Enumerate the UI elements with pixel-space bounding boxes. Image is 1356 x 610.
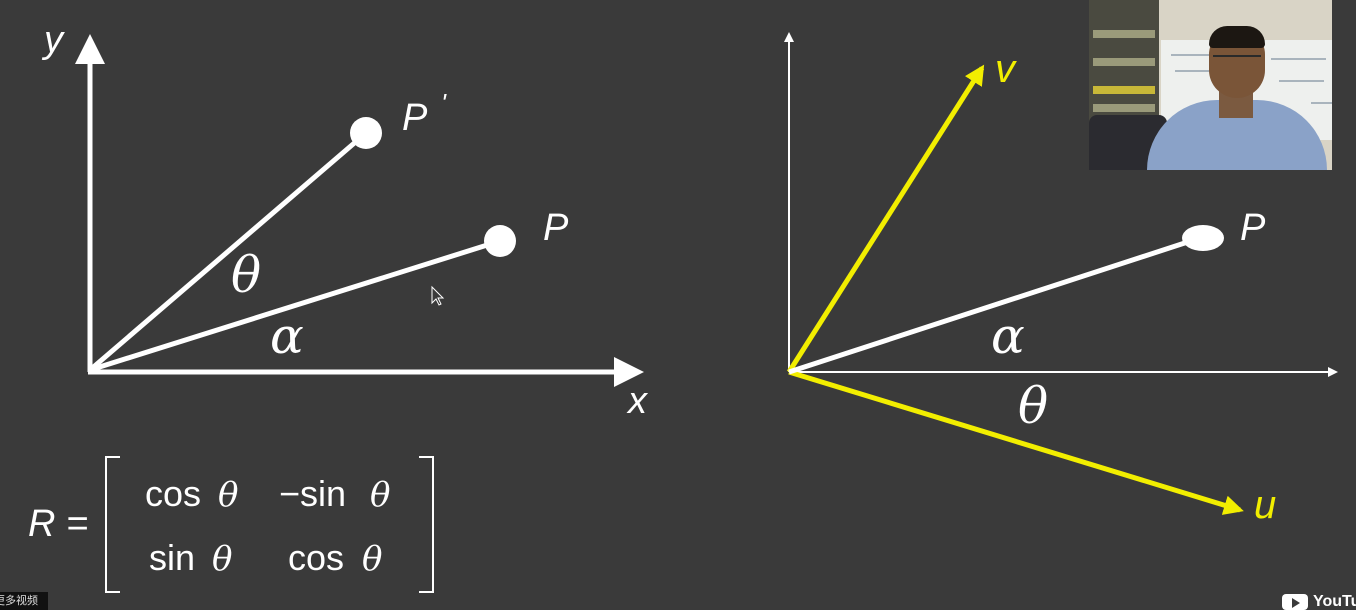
- vector-to-p-prime: [88, 131, 368, 372]
- right-diagram: v u P α θ: [784, 32, 1338, 527]
- matrix-lhs: R =: [28, 503, 88, 545]
- matrix-right-bracket: [419, 456, 434, 593]
- rotation-matrix: R = cos θ −sin θ sin θ cos θ: [28, 456, 434, 593]
- presenter-webcam-video: [1089, 0, 1344, 170]
- matrix-r2c1-theta: θ: [212, 539, 232, 579]
- p-prime-label: P: [402, 97, 428, 139]
- u-axis-vector: [788, 369, 1244, 515]
- play-triangle-icon: [1292, 598, 1300, 608]
- matrix-r1c2-theta: θ: [370, 475, 390, 515]
- matrix-r1c2-fn: −sin: [279, 473, 346, 514]
- v-axis-vector: [786, 64, 985, 374]
- point-p-right: [1182, 225, 1224, 251]
- more-videos-button[interactable]: 更多视频: [0, 592, 48, 610]
- point-p-prime: [350, 117, 382, 149]
- v-label: v: [995, 47, 1017, 91]
- youtube-logo[interactable]: YouTube: [1282, 592, 1356, 610]
- left-y-axis-label: y: [41, 19, 65, 61]
- matrix-r1c1-fn: cos: [145, 473, 201, 514]
- left-diagram: y x P ' P θ α: [41, 19, 649, 422]
- p-label: P: [543, 207, 569, 249]
- webcam-edge: [1332, 0, 1344, 170]
- point-p: [484, 225, 516, 257]
- alpha-label-right: α: [991, 307, 1025, 365]
- matrix-r1c1-theta: θ: [218, 475, 238, 515]
- theta-label-right: θ: [1018, 377, 1048, 435]
- vector-to-p: [89, 238, 501, 373]
- p-prime-mark: ': [441, 88, 447, 118]
- theta-label-left: θ: [231, 246, 261, 304]
- u-label: u: [1254, 483, 1276, 527]
- vector-to-p-right: [788, 235, 1201, 375]
- matrix-r2c1-fn: sin: [149, 537, 195, 578]
- matrix-r2c2-fn: cos: [288, 537, 344, 578]
- p-label-right: P: [1240, 207, 1266, 249]
- matrix-r2c2-theta: θ: [362, 539, 382, 579]
- youtube-wordmark: YouTube: [1313, 593, 1356, 610]
- left-x-axis-label: x: [626, 380, 649, 422]
- presenter-hair: [1209, 26, 1265, 48]
- glasses: [1213, 55, 1261, 67]
- matrix-left-bracket: [105, 456, 120, 593]
- mouse-cursor-icon: [431, 285, 445, 306]
- alpha-label-left: α: [270, 307, 304, 365]
